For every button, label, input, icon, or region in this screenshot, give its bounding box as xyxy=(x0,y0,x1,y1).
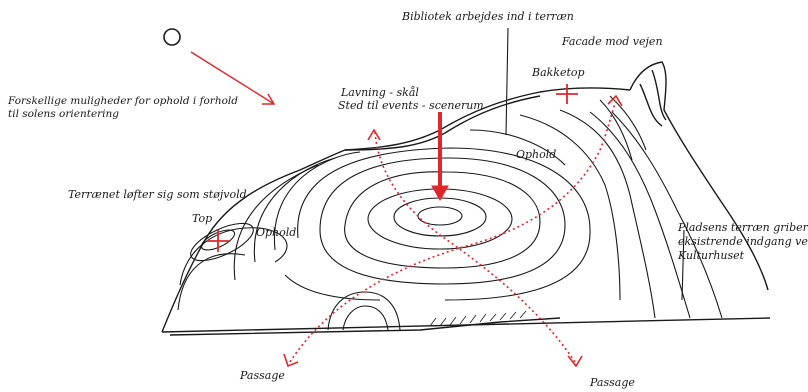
label-pladsen-line3: Kulturhuset xyxy=(678,249,744,262)
label-top: Top xyxy=(192,212,212,225)
label-pladsen-line2: eksistrende indgang ved xyxy=(678,235,808,248)
event-arrow-icon xyxy=(432,112,448,200)
label-library: Bibliotek arbejdes ind i terræn xyxy=(402,10,574,23)
label-lavning: Lavning - skål xyxy=(341,86,419,99)
label-bakketop: Bakketop xyxy=(532,66,585,79)
label-ophold-right: Ophold xyxy=(516,148,556,161)
terrain-contours xyxy=(178,96,722,330)
hilltop-cross-icon xyxy=(556,84,578,104)
sun-icon xyxy=(164,29,180,45)
label-terrain-noise-wall: Terrænet løfter sig som støjvold xyxy=(68,188,247,201)
label-passage-left: Passage xyxy=(240,369,285,382)
label-pladsen-line1: Pladsens terræn griber xyxy=(678,221,808,234)
label-passage-right: Passage xyxy=(590,376,635,389)
label-sun-options-line1: Forskellige muligheder for ophold i forh… xyxy=(8,95,238,108)
label-event-place: Sted til events - scenerum xyxy=(338,99,484,112)
label-ophold-left: Ophold xyxy=(256,226,296,239)
label-facade: Facade mod vejen xyxy=(562,35,663,48)
label-sun-options-line2: til solens orientering xyxy=(8,108,119,121)
